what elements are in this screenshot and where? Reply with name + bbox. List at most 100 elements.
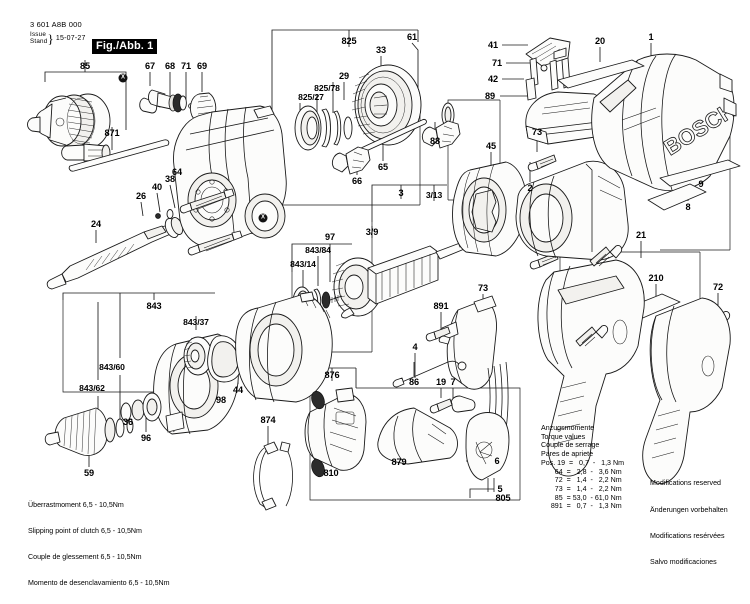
callout-4: 4 [412,342,418,352]
callout-843_60: 843/60 [99,362,125,372]
callout-879: 879 [391,457,407,467]
part-handle-shell-21 [524,256,674,486]
drawing-header: 3 601 A8B 000 Issue Stand } 15-07-27 [30,20,86,45]
part-rod-86 [392,352,472,388]
callout-843_37: 843/37 [183,317,209,327]
callout-825: 825 [341,36,357,46]
part-brush-cap-41 [520,34,580,70]
issue-row: Issue Stand } 15-07-27 [30,31,86,45]
callout-40: 40 [151,182,163,192]
modifications-en: Modifications reserved [650,479,721,488]
callout-65: 65 [377,162,389,172]
callout-843_14a: 843/14 [290,259,316,269]
callout-2: 2 [527,183,533,193]
callout-88: 88 [429,136,441,146]
part-switch-block-876 [296,386,380,478]
callout-26: 26 [135,191,147,201]
part-clamp-874 [248,440,308,512]
callout-874: 874 [260,415,276,425]
torque-row: 85 = 53,0 - 61,0 Nm [541,493,622,502]
part-main-housing-bosch: BOSCH [560,50,744,200]
part-brush-set-71-42 [522,54,582,104]
callout-876: 876 [324,370,340,380]
part-gearbox-housing [168,104,308,254]
issue-stand-labels: Issue Stand [30,31,47,45]
callout-85: 85 [79,61,91,71]
callout-36: 36 [122,417,134,427]
callout-67: 67 [144,61,156,71]
part-bush-7 [448,392,480,416]
callout-843_62: 843/62 [79,383,105,393]
callout-98: 98 [215,395,227,405]
callout-71b: 71 [491,58,503,68]
part-shift-fork-66 [330,142,376,184]
part-clutch-pinion-59 [44,400,140,462]
torque-values-block: Anzugsmomente Torque values Couple de se… [541,424,624,511]
callout-7: 7 [450,377,456,387]
part-drill-chuck [26,88,136,168]
torque-title-es: Pares de apriete [541,450,594,459]
callout-86: 86 [408,377,420,387]
part-screw-210-lower [572,322,612,354]
parts-diagram-sheet: 3 601 A8B 000 Issue Stand } 15-07-27 Fig… [26,20,750,587]
part-screw-19 [429,394,460,418]
clutch-note-de: Überrastmoment 6,5 - 10,5Nm [28,501,124,510]
figure-badge: Fig./Abb. 1 [92,39,158,54]
part-washer-61 [438,101,458,129]
callout-1: 1 [648,32,654,42]
callout-45: 45 [485,141,497,151]
callout-9: 9 [698,179,704,189]
part-trigger-switch-4 [434,292,534,492]
clutch-note-fr: Couple de glessement 6,5 - 10,5Nm [28,552,142,561]
torque-row: 72 = 1,4 - 2,2 Nm [541,476,622,485]
clutch-torque-note: Überrastmoment 6,5 - 10,5Nm Slipping poi… [28,484,170,604]
part-armature [328,232,478,319]
callout-843: 843 [146,301,162,311]
part-cord-guard-879 [368,400,478,470]
part-rings-36-96 [114,390,174,430]
part-label-plate-8 [644,180,710,214]
callout-29: 29 [338,71,350,81]
part-gear-case-44 [228,288,348,408]
callout-805: 805 [495,493,511,503]
part-spindle-assembly [44,209,204,292]
callout-6: 6 [494,456,500,466]
callout-68: 68 [164,61,176,71]
callout-73a: 73 [531,127,543,137]
callout-8: 8 [685,202,691,212]
callout-21: 21 [635,230,647,240]
part-handle-shell-outer [636,296,750,506]
callout-810: 810 [323,468,339,478]
torque-row: Pos. 19 = 0,7 - 1,3 Nm [541,458,624,467]
callout-891: 891 [433,301,449,311]
callout-3: 3 [398,188,404,198]
callout-5: 5 [497,484,503,494]
modifications-block: Modifications reserved Änderungen vorbeh… [650,462,728,584]
part-screw-64 [179,186,250,216]
callout-61: 61 [406,32,418,42]
callout-64: 64 [171,167,183,177]
part-label-plate-9 [658,158,742,190]
callout-42: 42 [487,74,499,84]
part-chuck-key [58,126,178,186]
callout-96: 96 [140,433,152,443]
part-label-plate-20 [556,58,646,92]
part-bearing-ring-group [290,100,370,160]
part-screw-73-top [527,150,564,176]
callout-66: 66 [351,176,363,186]
callout-825_27: 825/27 [298,92,324,102]
clutch-note-es: Momento de desenclavamiento 6,5 - 10,5Nm [28,578,170,587]
callout-44: 44 [232,385,244,395]
part-field-stator-45 [450,160,534,260]
torque-title-en: Torque values [541,432,586,441]
part-shift-fork-88 [418,118,464,160]
modifications-de: Änderungen vorbehalten [650,505,728,514]
issue-label: Issue [30,31,47,38]
torque-row: 891 = 0,7 - 1,3 Nm [541,502,622,511]
clutch-note-en: Slipping point of clutch 6,5 - 10,5Nm [28,526,142,535]
callout-210: 210 [648,273,664,283]
callout-3_9: 3/9 [365,227,379,237]
callout-825_78: 825/78 [314,83,340,93]
torque-row: 64 = 2,8 - 3,6 Nm [541,467,622,476]
part-screw-64b [187,228,258,258]
